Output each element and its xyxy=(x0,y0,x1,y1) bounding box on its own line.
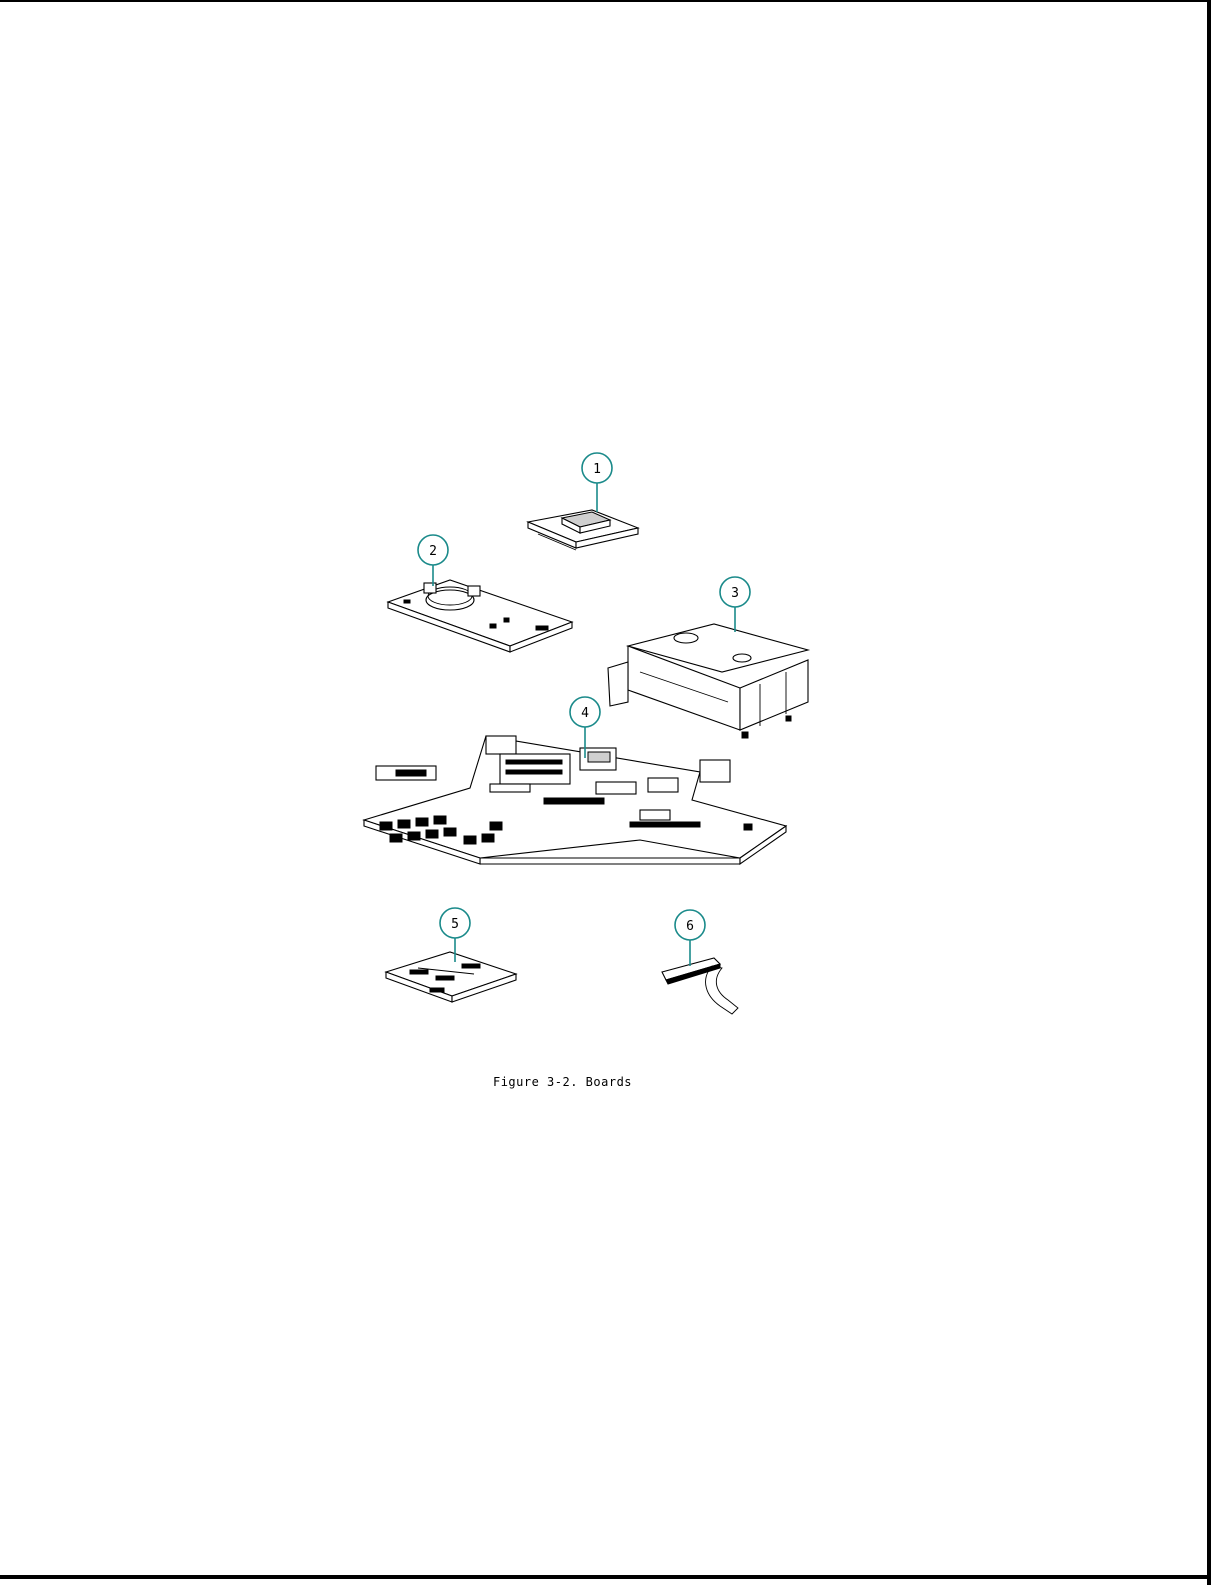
part-2-small-board xyxy=(388,580,572,652)
callout-1: 1 xyxy=(582,453,612,512)
part-5-small-card xyxy=(386,952,516,1002)
part-1-processor-board xyxy=(528,510,638,550)
page-border-bottom xyxy=(0,1575,1211,1579)
callout-3: 3 xyxy=(720,577,750,632)
part-6-cable xyxy=(662,958,738,1014)
callout-5-label: 5 xyxy=(451,917,459,932)
callout-6-label: 6 xyxy=(686,919,694,934)
callout-3-label: 3 xyxy=(731,586,739,601)
callout-2-label: 2 xyxy=(429,544,437,559)
part-4-system-board xyxy=(364,736,786,864)
callout-2: 2 xyxy=(418,535,448,586)
callout-4-label: 4 xyxy=(581,706,589,721)
boards-exploded-diagram: 1 2 3 4 5 6 xyxy=(340,440,820,1060)
page-border-top xyxy=(0,0,1209,2)
page-border-right xyxy=(1207,0,1211,1585)
callout-1-label: 1 xyxy=(593,462,601,477)
part-3-drive-enclosure xyxy=(608,624,808,738)
figure-caption: Figure 3-2. Boards xyxy=(470,1075,655,1089)
callout-6: 6 xyxy=(675,910,705,966)
